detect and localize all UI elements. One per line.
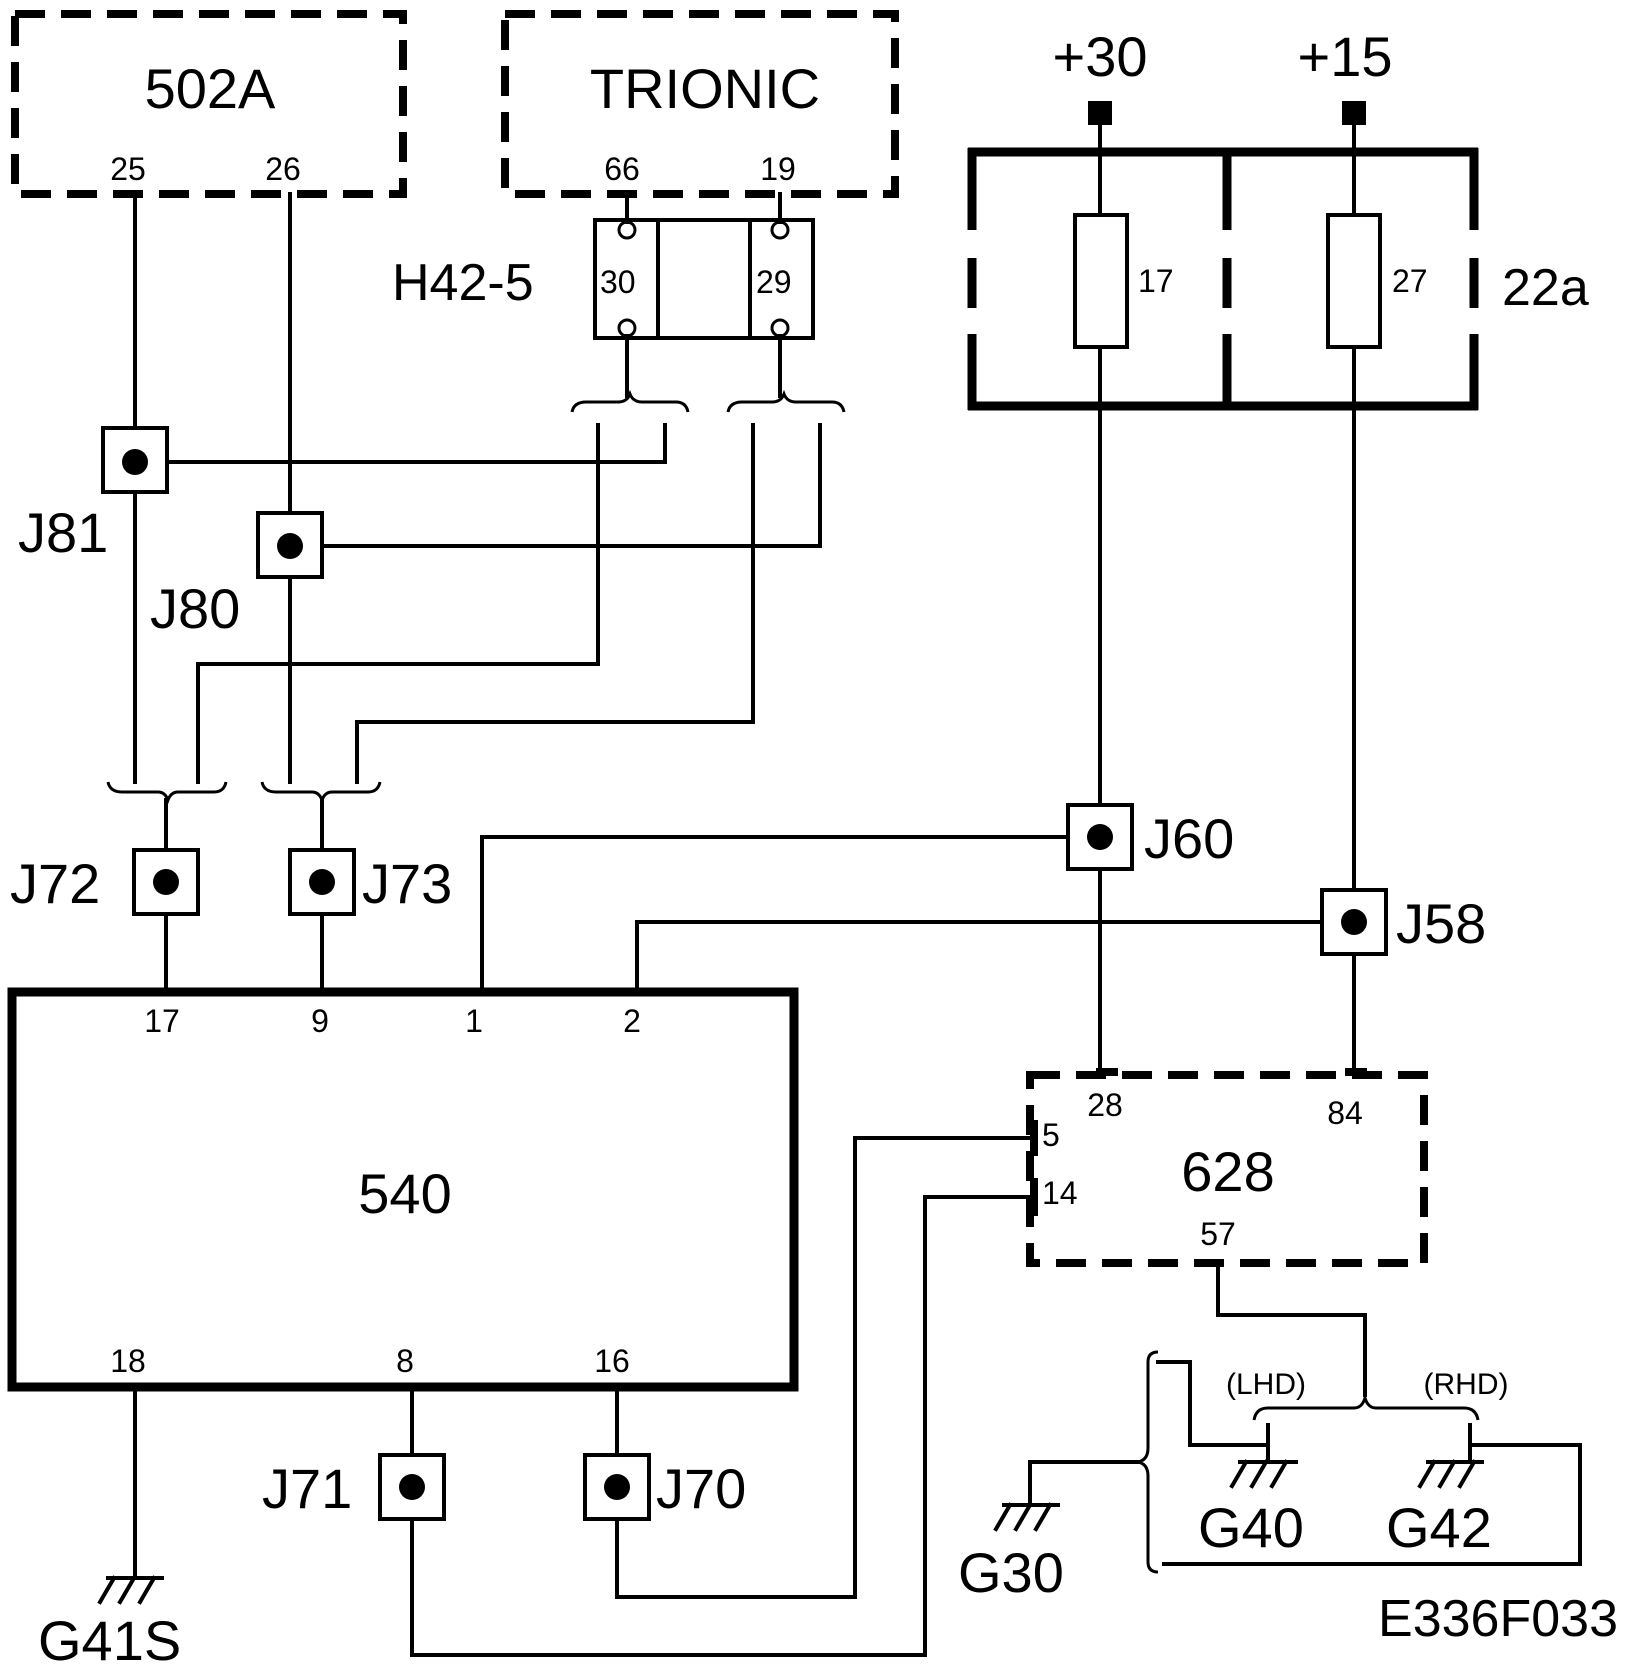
module-540-pin-17: 17 [144,1003,180,1039]
splice-j70-label: J70 [656,1457,746,1520]
module-628-pin-28: 28 [1087,1087,1123,1123]
splice-j58-label: J58 [1396,892,1486,955]
supply-plus-30-label: +30 [1053,25,1148,88]
module-502a-label: 502A [145,57,276,120]
ground-g41s-icon [97,1575,164,1605]
module-628-pin-57: 57 [1200,1216,1236,1252]
splice-j81 [101,426,169,494]
trionic-pin-19: 19 [760,151,796,187]
trionic-pin-66: 66 [604,151,640,187]
connector-h42-5-pin-30: 30 [600,264,636,300]
ground-g30-icon [993,1502,1060,1532]
supply-plus-15-terminal [1342,101,1366,125]
module-628-pin-14: 14 [1042,1175,1078,1211]
variant-lhd-label: (LHD) [1226,1368,1306,1401]
splice-j60-label: J60 [1144,807,1234,870]
module-540-label: 540 [358,1162,451,1225]
module-628-pin-5: 5 [1042,1117,1060,1153]
ground-g42-label: G42 [1386,1496,1492,1559]
splice-j71-label: J71 [262,1457,352,1520]
module-540-box [7,987,799,1392]
splice-j72-label: J72 [10,852,100,915]
trionic-box [501,10,899,198]
splice-j80-label: J80 [150,577,240,640]
module-540-pin-8: 8 [396,1343,414,1379]
module-502a-pin-25: 25 [110,151,146,187]
fuse-17-label: 17 [1138,263,1174,299]
module-628-box [1026,1071,1428,1267]
supply-plus-15-label: +15 [1298,25,1393,88]
ground-g42-icon [1417,1459,1484,1489]
fuse-box-22a [967,147,1479,411]
fuse-box-22a-label: 22a [1502,259,1589,317]
ground-g40-icon [1229,1459,1298,1489]
module-540-pin-2: 2 [623,1003,641,1039]
splice-j72 [132,848,200,916]
connector-h42-5 [593,218,815,340]
splice-j70 [583,1453,651,1521]
splice-j81-label: J81 [18,501,108,564]
ground-g41s-label: G41S [38,1609,181,1672]
module-540-pin-9: 9 [311,1003,329,1039]
figure-id-label: E336F033 [1378,1590,1618,1648]
splice-j60 [1066,803,1134,871]
module-540-pin-16: 16 [594,1343,630,1379]
ground-g40-label: G40 [1198,1496,1304,1559]
module-628-pin-84: 84 [1327,1095,1363,1131]
supply-plus-30-terminal [1088,101,1112,125]
splice-j73-label: J73 [362,852,452,915]
splice-j73 [288,848,356,916]
connector-h42-5-label: H42-5 [392,254,534,312]
module-540-pin-18: 18 [110,1343,146,1379]
module-540-pin-1: 1 [465,1003,483,1039]
module-628-label: 628 [1181,1140,1274,1203]
splice-j71 [378,1453,446,1521]
ground-g30-label: G30 [958,1541,1064,1604]
module-502a-pin-26: 26 [265,151,301,187]
connector-h42-5-pin-29: 29 [756,264,792,300]
trionic-label: TRIONIC [590,57,820,120]
splice-j80 [256,511,324,579]
variant-rhd-label: (RHD) [1424,1368,1509,1401]
fuse-27-label: 27 [1392,263,1428,299]
module-502a-box [11,10,407,198]
splice-j58 [1320,888,1388,956]
